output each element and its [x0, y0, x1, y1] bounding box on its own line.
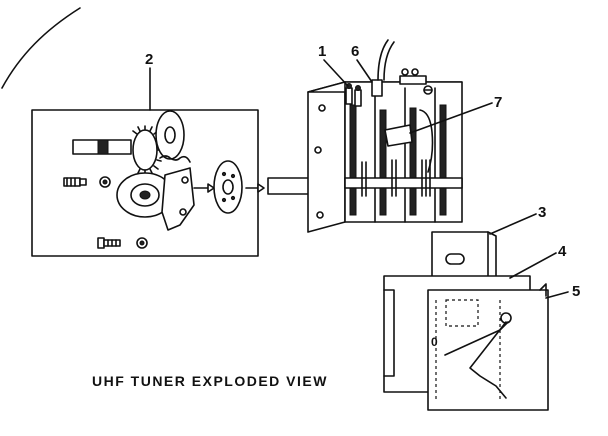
- spring-wire: [469, 321, 507, 399]
- bracket: [161, 167, 195, 231]
- screw-lower: [97, 237, 121, 249]
- shield-plate-part-5: 0: [427, 283, 549, 411]
- leader-1: [323, 59, 349, 87]
- tuner-housing-left: [307, 81, 346, 233]
- drive-disk: [155, 110, 185, 160]
- coil-part-7: [384, 124, 413, 147]
- callout-1: 1: [318, 43, 326, 60]
- callout-2: 2: [145, 51, 153, 68]
- tuner-body: [267, 39, 463, 233]
- leader-3: [489, 213, 537, 235]
- callout-4: 4: [558, 243, 567, 260]
- callout-3: 3: [538, 204, 546, 221]
- spring: [159, 155, 191, 163]
- leader-4: [509, 252, 557, 279]
- coupling-disk: [213, 160, 243, 214]
- drive-assembly-part-2: [31, 109, 259, 257]
- plate-mark: 0: [431, 335, 438, 349]
- terminal-part-1: [345, 83, 362, 107]
- page-curve: [1, 7, 81, 89]
- rotor-shaft: [344, 177, 463, 189]
- diagram-caption: UHF TUNER EXPLODED VIEW: [92, 373, 328, 389]
- callout-5: 5: [572, 283, 580, 300]
- connector-part-6: [371, 39, 395, 97]
- screw-upper: [63, 177, 87, 187]
- drive-gear: [132, 129, 158, 171]
- leader-5: [545, 291, 569, 299]
- callout-6: 6: [351, 43, 359, 60]
- assembly-frame: [31, 109, 259, 257]
- callout-7: 7: [494, 94, 502, 111]
- leader-7: [409, 102, 493, 134]
- top-terminals-right: [399, 68, 433, 95]
- leader-6: [356, 59, 373, 83]
